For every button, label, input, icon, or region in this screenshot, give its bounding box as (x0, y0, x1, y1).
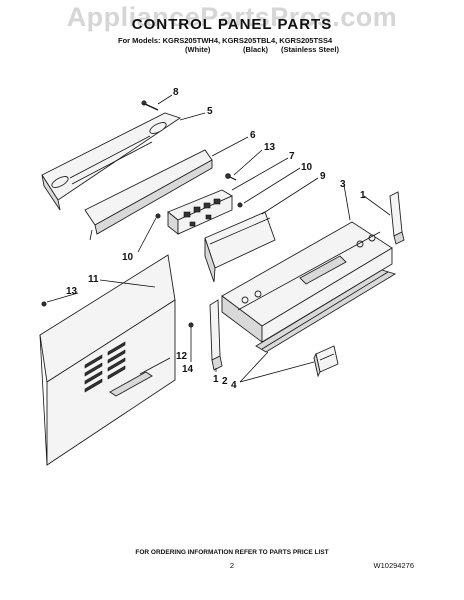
callout-13: 13 (264, 142, 276, 153)
part-screw-8 (141, 100, 159, 111)
callout-4: 4 (231, 380, 237, 391)
part-screw-13-upper (225, 173, 237, 181)
part-trim-strip-2 (255, 269, 397, 353)
part-strip-12 (109, 371, 153, 397)
callout-10-left: 10 (122, 252, 134, 263)
callout-labels: 8 5 6 13 7 10 9 3 1 10 11 13 12 14 1 2 4 (66, 87, 366, 391)
callout-14: 14 (182, 364, 194, 375)
callout-6: 6 (250, 130, 256, 141)
callout-11: 11 (88, 274, 99, 285)
document-id: W10294276 (373, 561, 414, 570)
part-panel-6 (84, 149, 213, 241)
callout-9: 9 (320, 171, 326, 182)
models-line: For Models: KGRS205TWH4, KGRS205TBL4, KG… (118, 36, 333, 45)
vent-slots (84, 341, 126, 393)
ordering-note: FOR ORDERING INFORMATION REFER TO PARTS … (135, 549, 329, 556)
part-trim-5 (41, 112, 182, 211)
part-control-panel-3 (221, 221, 393, 343)
part-control-board-7 (167, 189, 233, 235)
callout-7: 7 (289, 151, 295, 162)
page-title: CONTROL PANEL PARTS (131, 16, 333, 33)
callout-12: 12 (176, 351, 188, 362)
variant-white: (White) (185, 45, 211, 54)
part-screw-14 (188, 322, 194, 328)
part-screw-10-right (237, 202, 243, 208)
part-back-panel-11 (39, 254, 176, 466)
part-bracket-9 (204, 211, 276, 283)
callout-2: 2 (222, 376, 228, 387)
callout-13-left: 13 (66, 286, 78, 297)
callout-5: 5 (207, 106, 213, 117)
callout-3: 3 (340, 179, 346, 190)
callout-8: 8 (173, 87, 179, 98)
part-knob-4 (313, 345, 339, 378)
page-number: 2 (229, 561, 235, 570)
leader-lines (46, 94, 391, 383)
callout-10: 10 (301, 162, 313, 173)
part-screw-10-left (155, 213, 161, 219)
part-end-cap-1-right (389, 191, 405, 245)
variant-black: (Black) (243, 45, 269, 54)
callout-1-left: 1 (213, 374, 219, 385)
variant-stainless: (Stainless Steel) (281, 45, 339, 54)
part-end-cap-1-left (209, 299, 223, 371)
part-screw-13-left (41, 301, 47, 307)
watermark: AppliancePartsPros.com (66, 2, 398, 32)
callout-1: 1 (360, 190, 366, 201)
